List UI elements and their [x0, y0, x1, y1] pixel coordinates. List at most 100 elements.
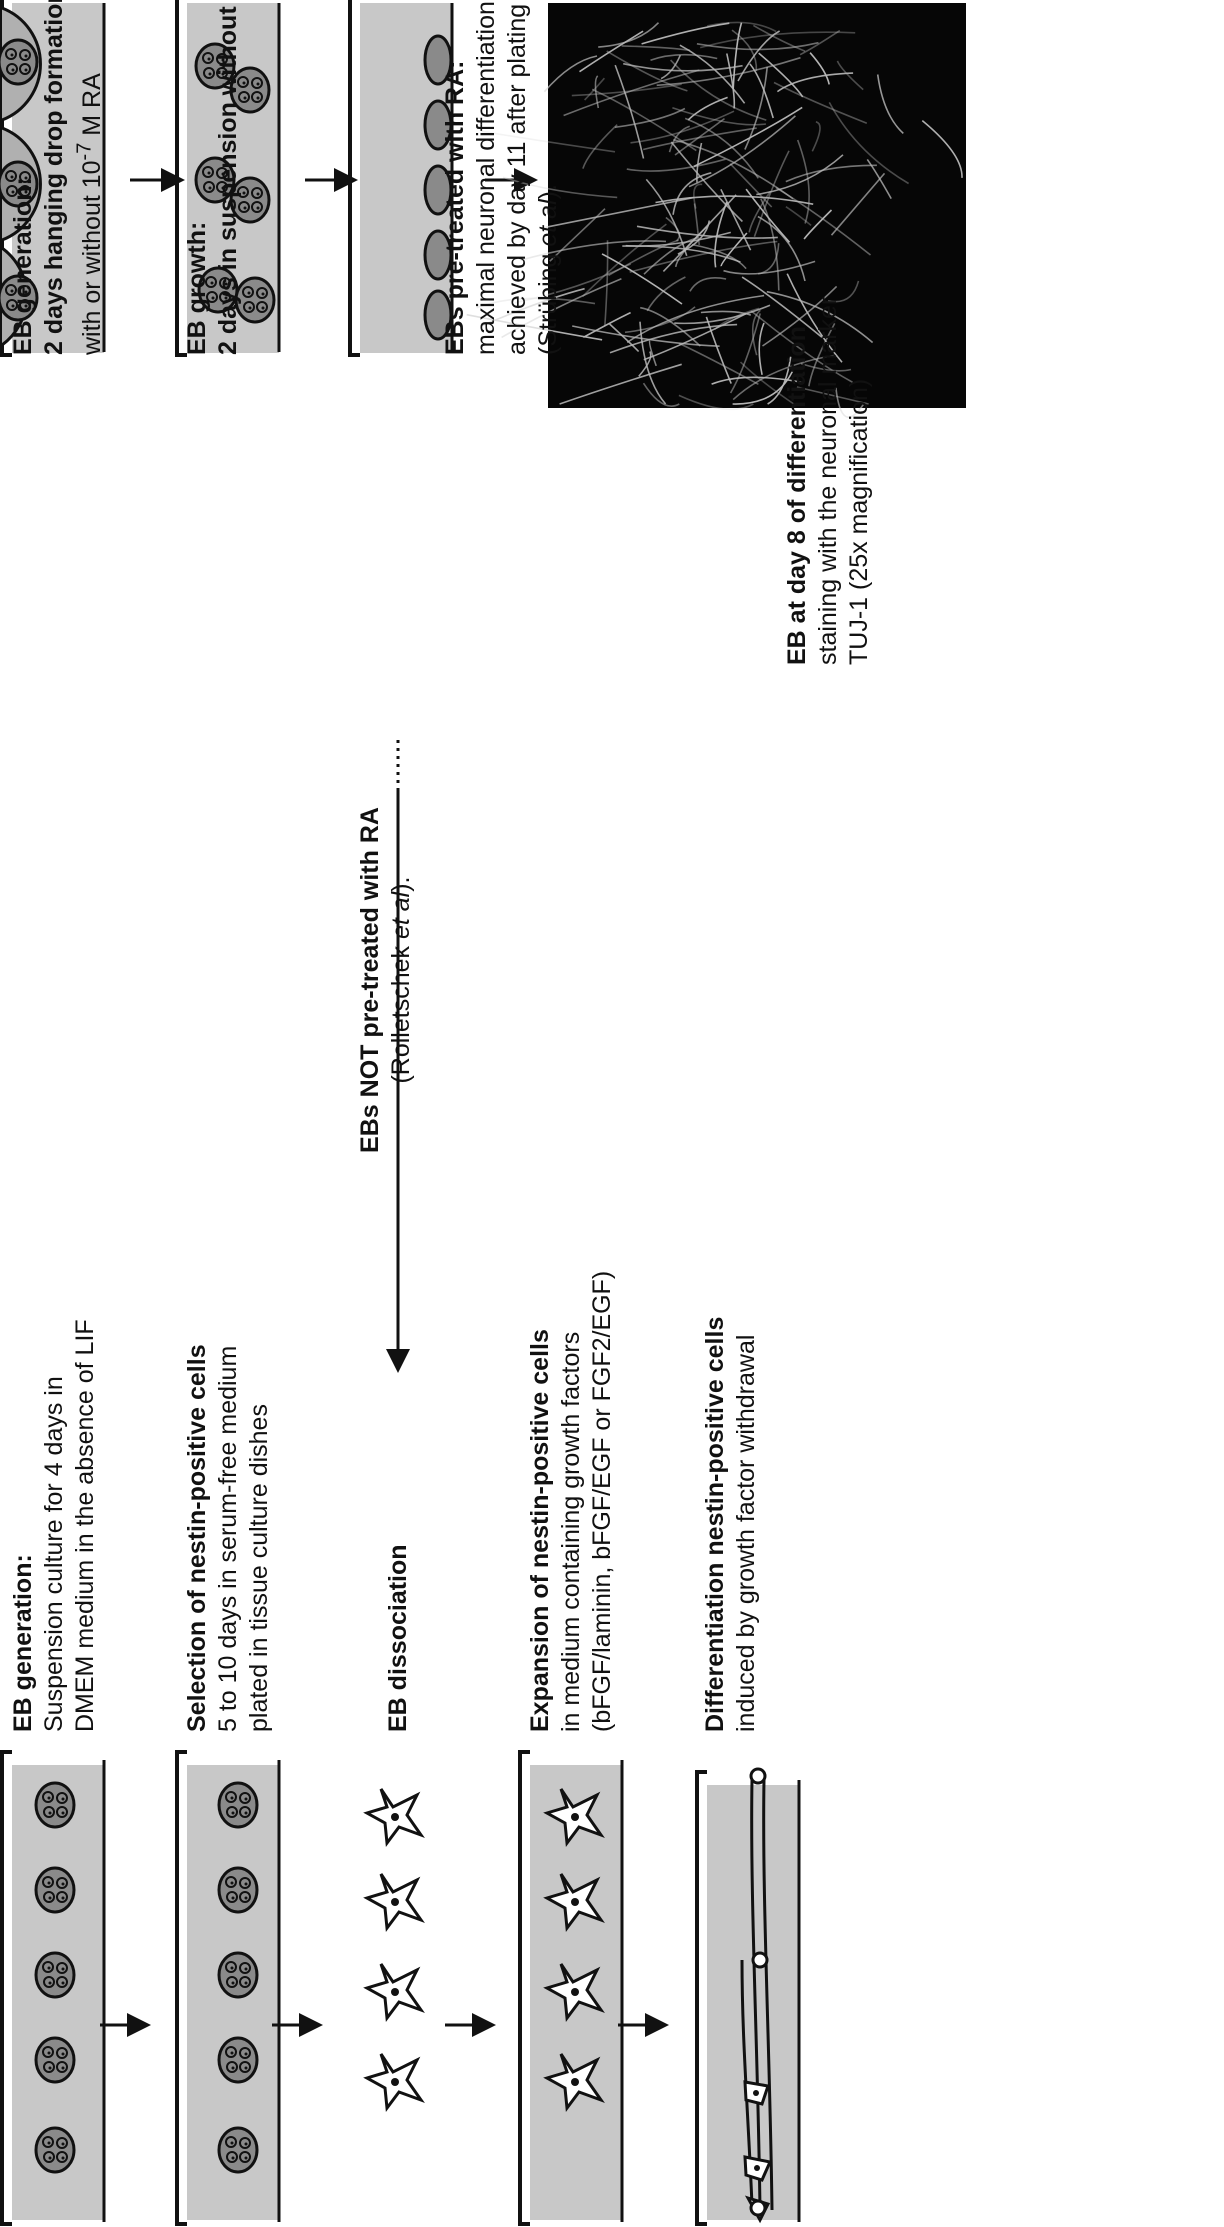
neurite-fiber — [582, 223, 667, 297]
neurite-fiber — [748, 190, 771, 233]
neurite-fiber — [672, 172, 712, 215]
neurite-fiber — [640, 306, 701, 347]
right-step3-ref-prefix-b: (Strübing — [534, 246, 562, 355]
neurite-fiber — [921, 119, 963, 178]
neurite-fiber — [753, 150, 790, 237]
neurite-fiber — [591, 88, 697, 152]
neurite-fiber — [693, 183, 703, 209]
neurite-fiber — [571, 83, 682, 97]
right-step4-block: EB at day 8 of differentiation staining … — [782, 297, 875, 665]
neurite-fiber — [758, 52, 804, 98]
left-step2-title-b: Selection of nestin-positive cells — [183, 1344, 211, 1732]
neurite-fiber — [756, 154, 844, 196]
neurite-fiber — [579, 30, 644, 73]
left-step2-line1-b: 5 to 10 days in serum-free medium — [214, 1345, 242, 1732]
neurite-fiber — [614, 107, 686, 129]
divider-ref-suffix-b: ). — [387, 876, 415, 892]
left-step1-caption: EB generation: Suspension culture for 4 … — [8, 1319, 101, 1732]
neurite-fiber — [674, 304, 771, 325]
right-step3-title-b: EBs pre-treated with RA: — [441, 60, 469, 355]
right-step2-title-b: EB growth: — [183, 221, 211, 355]
neurite-fiber — [762, 285, 838, 347]
left-step1-line1-b: Suspension culture for 4 days in — [40, 1376, 68, 1732]
divider-title-b: EBs NOT pre-treated with RA — [356, 807, 384, 1153]
neurite-fiber — [601, 253, 683, 305]
neurite-fiber — [614, 64, 645, 159]
right-step1-line-prefix-b: with or without 10 — [78, 160, 107, 355]
divider-ref-b: (Rolletschek et al). — [387, 876, 415, 1083]
neurite-fiber — [678, 394, 754, 411]
neurite-fiber — [766, 290, 874, 344]
neurite-fiber — [670, 59, 767, 121]
left-step3-title-b: EB dissociation — [384, 1544, 412, 1732]
neurite-fiber — [639, 321, 667, 405]
neurite-fiber — [800, 362, 852, 372]
left-step1-line2-b: DMEM medium in the absence of LIF — [71, 1319, 99, 1732]
neurite-fiber — [745, 188, 791, 243]
neurite-fiber — [732, 371, 794, 405]
neurite-fiber — [836, 60, 864, 91]
neurite-fiber — [827, 280, 860, 303]
neurite-fiber — [776, 72, 854, 93]
neurite-fiber — [501, 278, 622, 339]
neurite-fiber — [604, 240, 609, 327]
neurite-fiber — [476, 297, 596, 309]
neurite-fiber — [757, 215, 806, 282]
left-step5-title-b: Differentiation nestin-positive cells — [701, 1316, 729, 1732]
neurite-fiber — [744, 67, 768, 150]
right-step4-title-b: EB at day 8 of differentiation — [783, 326, 811, 665]
neurite-fiber — [520, 240, 667, 261]
neurite-fiber — [696, 142, 703, 183]
neurite-fiber — [723, 260, 816, 275]
right-step3-block: EBs pre-treated with RA: maximal neurona… — [440, 0, 564, 355]
neurite-fiber — [466, 313, 603, 341]
neurite-fiber — [668, 125, 690, 153]
left-step5-line1-b: induced by growth factor withdrawal — [732, 1334, 760, 1732]
left-step2-block: Selection of nestin-positive cells 5 to … — [182, 1344, 275, 1732]
left-step1-title-b: EB generation: — [9, 1554, 37, 1732]
neurite-fiber — [624, 306, 696, 334]
right-step3-ref-suffix-b: ). — [534, 184, 562, 200]
neurite-fiber — [584, 77, 606, 101]
neurite-fiber — [729, 163, 773, 208]
right-step1-line-suffix-b: M RA — [78, 73, 107, 143]
neurite-fiber — [811, 121, 821, 152]
neurite-fiber — [749, 63, 774, 119]
neurite-fiber — [626, 294, 765, 344]
neurite-fiber — [750, 310, 853, 383]
neurite-fiber — [678, 342, 759, 386]
neurite-fiber — [705, 316, 732, 384]
neurite-fiber — [679, 44, 746, 104]
neurite-fiber — [641, 22, 730, 45]
neurite-fiber — [684, 117, 759, 179]
neurite-fiber — [732, 354, 834, 401]
neurite-fiber — [707, 21, 777, 33]
right-step3-line2-b: achieved by day 11 after plating — [503, 3, 531, 355]
neurite-fiber — [699, 31, 856, 49]
neurite-fiber — [752, 24, 806, 52]
neurite-fiber — [677, 220, 711, 255]
neurite-fiber — [621, 45, 691, 52]
neurite-fiber — [786, 273, 843, 363]
neurite-fiber — [549, 208, 606, 262]
neurite-fiber — [785, 164, 877, 183]
neurite-fiber — [799, 29, 841, 56]
right-step1-title-b: EB generation: — [9, 177, 37, 355]
neurite-fiber — [711, 376, 804, 385]
left-step5-block: Differentiation nestin-positive cells in… — [700, 1317, 762, 1732]
neurite-fiber — [866, 158, 892, 199]
neurite-fiber — [760, 198, 780, 291]
left-step1-block: EB generation: Suspension culture for 4 … — [8, 1319, 101, 1732]
neurite-fiber — [609, 323, 738, 354]
neurite-fiber — [665, 216, 681, 242]
right-step4-line2-b: TUJ-1 (25x magnification) — [845, 378, 873, 665]
right-step1-block: EB generation: 2 days hanging drop forma… — [8, 0, 108, 355]
neurite-fiber — [646, 276, 686, 312]
neurite-fiber — [803, 209, 833, 240]
right-step3-ref-b: (Strübing et al). — [534, 184, 562, 355]
neurite-fiber — [796, 386, 869, 405]
right-step2-title2-b: 2 days in suspension without RA — [214, 0, 242, 355]
right-step1-title2-b: 2 days hanging drop formation — [40, 0, 68, 355]
neurite-fiber — [732, 22, 743, 89]
